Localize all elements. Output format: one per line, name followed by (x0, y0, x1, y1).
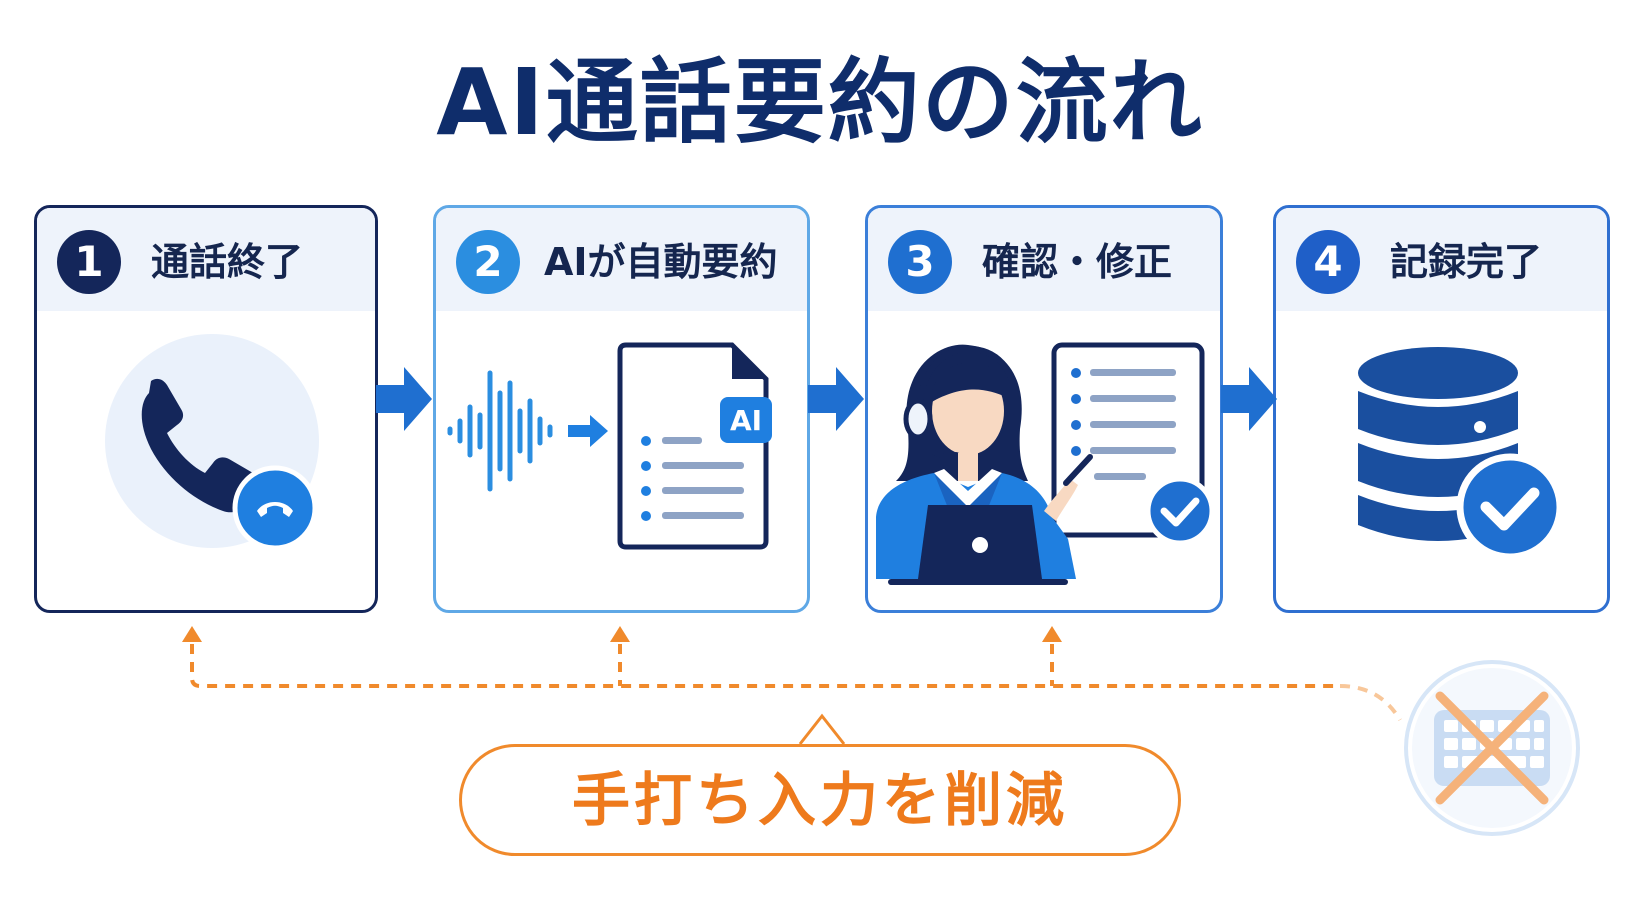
checklist-document-icon (1051, 342, 1215, 546)
up-arrow-icon (610, 626, 630, 642)
step-label-2: AIが自動要約 (544, 240, 778, 284)
phone-hangup-icon (105, 334, 319, 551)
callout-text: 手打ち入力を削減 (571, 766, 1068, 834)
step-number-badge-4: 4 (1296, 230, 1360, 294)
step-card-1: 1 通話終了 (34, 205, 378, 613)
waveform-icon (447, 370, 553, 492)
step-header-3: 3 確認・修正 (868, 208, 1220, 311)
document-icon: AI (617, 342, 772, 550)
operator-icon (876, 344, 1093, 585)
step-number-badge-2: 2 (456, 230, 520, 294)
flow-arrow-3-4 (1221, 367, 1277, 431)
step-card-4: 4 記録完了 (1273, 205, 1610, 613)
up-arrow-icon (1042, 626, 1062, 642)
step-label-3: 確認・修正 (982, 240, 1173, 284)
flow-arrow-icon (568, 415, 608, 447)
step-header-1: 1 通話終了 (37, 208, 375, 311)
flow-arrow-1-2 (376, 367, 432, 431)
operator-review-icon (876, 342, 1215, 585)
step-header-4: 4 記録完了 (1276, 208, 1607, 311)
step-label-4: 記録完了 (1390, 240, 1543, 284)
step-header-2: 2 AIが自動要約 (436, 208, 807, 311)
page-title: AI通話要約の流れ (436, 49, 1204, 156)
ai-badge: AI (730, 404, 762, 437)
callout-pill: 手打ち入力を削減 (459, 744, 1181, 856)
step-number-badge-1: 1 (57, 230, 121, 294)
flow-arrow-2-3 (808, 367, 864, 431)
step-label-1: 通話終了 (151, 240, 304, 284)
step-card-2: 2 AIが自動要約 AI (433, 205, 810, 613)
up-arrow-icon (182, 626, 202, 642)
audio-to-document-icon: AI (447, 342, 772, 550)
step-number-badge-3: 3 (888, 230, 952, 294)
database-check-icon (1358, 347, 1564, 561)
keyboard-crossed-icon (1404, 660, 1580, 836)
step-card-3: 3 確認・修正 (865, 205, 1223, 613)
